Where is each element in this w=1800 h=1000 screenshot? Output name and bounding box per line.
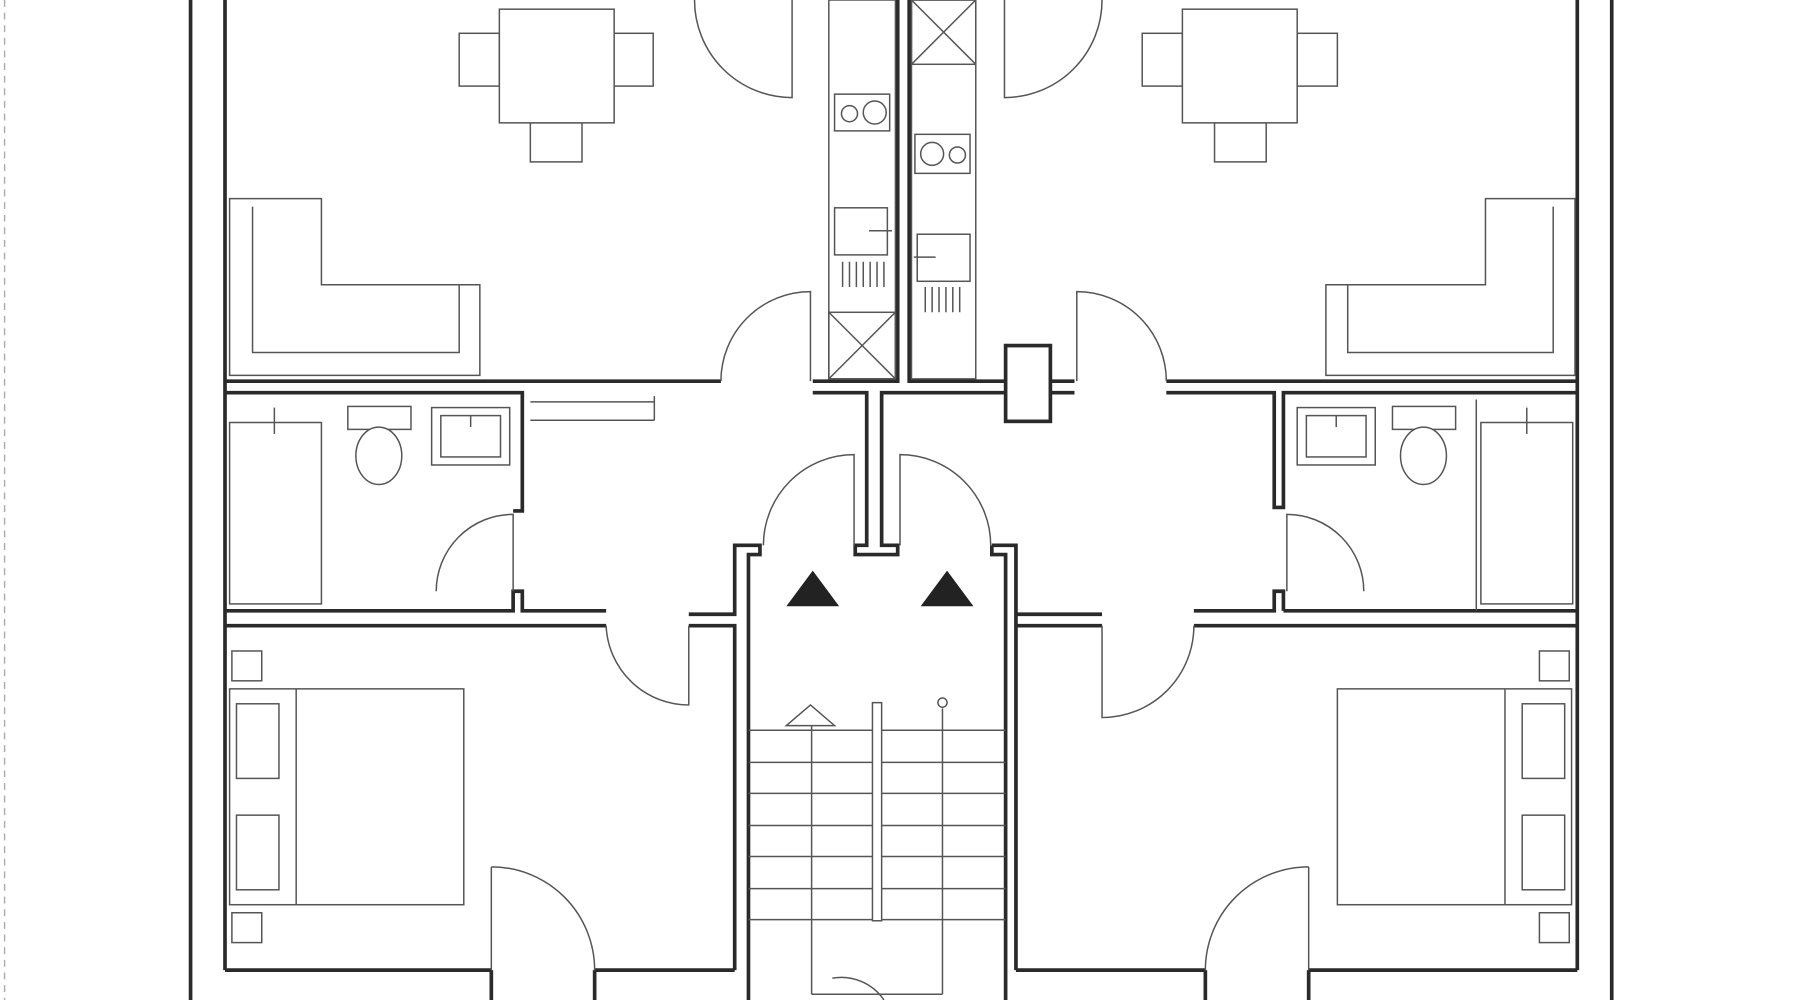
door-arc (832, 976, 885, 1000)
bathtub-icon (1480, 421, 1574, 605)
door-arc (899, 453, 992, 546)
door-arc (762, 453, 855, 546)
door-arc (693, 0, 793, 99)
dining-table-left (458, 8, 654, 163)
kitchen-left (828, 0, 897, 380)
kitchen-right (910, 0, 977, 380)
pillow-icon (235, 814, 280, 891)
interior-walls-right-unit (907, 0, 1578, 1000)
door-arc (1286, 513, 1365, 592)
stove-icon (833, 93, 891, 132)
staircase (748, 697, 1006, 996)
door-arc (1003, 0, 1103, 99)
door-arc (605, 625, 690, 706)
bedroom-right (1336, 650, 1573, 944)
nightstand-icon (231, 911, 263, 944)
pillow-icon (1521, 703, 1566, 780)
door-arc (1204, 866, 1309, 971)
stove-icon (914, 133, 971, 175)
outer-walls (188, 0, 1614, 1000)
bedroom-left (228, 650, 465, 944)
door-swings (435, 0, 1365, 1000)
bathtub-icon (228, 421, 323, 605)
sofa-right (1325, 197, 1576, 377)
toilet-icon (1391, 405, 1457, 431)
bathroom-left (228, 396, 656, 605)
stair-direction-arrow-icon (784, 703, 837, 727)
toilet-icon (347, 405, 412, 431)
nightstand-icon (231, 650, 263, 682)
nightstand-icon (1538, 650, 1571, 682)
storage-crossed (828, 311, 897, 380)
interior-walls-left-unit (225, 0, 1006, 1000)
door-arc (435, 513, 514, 592)
pillow-icon (1521, 814, 1566, 891)
nightstand-icon (1538, 911, 1571, 944)
door-arc (720, 290, 812, 382)
door-arc (1076, 290, 1168, 382)
door-arc (491, 866, 596, 971)
pillow-icon (235, 703, 280, 780)
triangle-marker-icon (920, 570, 974, 607)
storage-crossed (910, 0, 977, 66)
triangle-marker-icon (786, 570, 840, 607)
dining-table-right (1141, 8, 1339, 163)
bathroom-right (1296, 399, 1574, 611)
stair-core (748, 570, 1006, 996)
door-arc (1101, 625, 1195, 719)
sofa-left (228, 197, 481, 377)
